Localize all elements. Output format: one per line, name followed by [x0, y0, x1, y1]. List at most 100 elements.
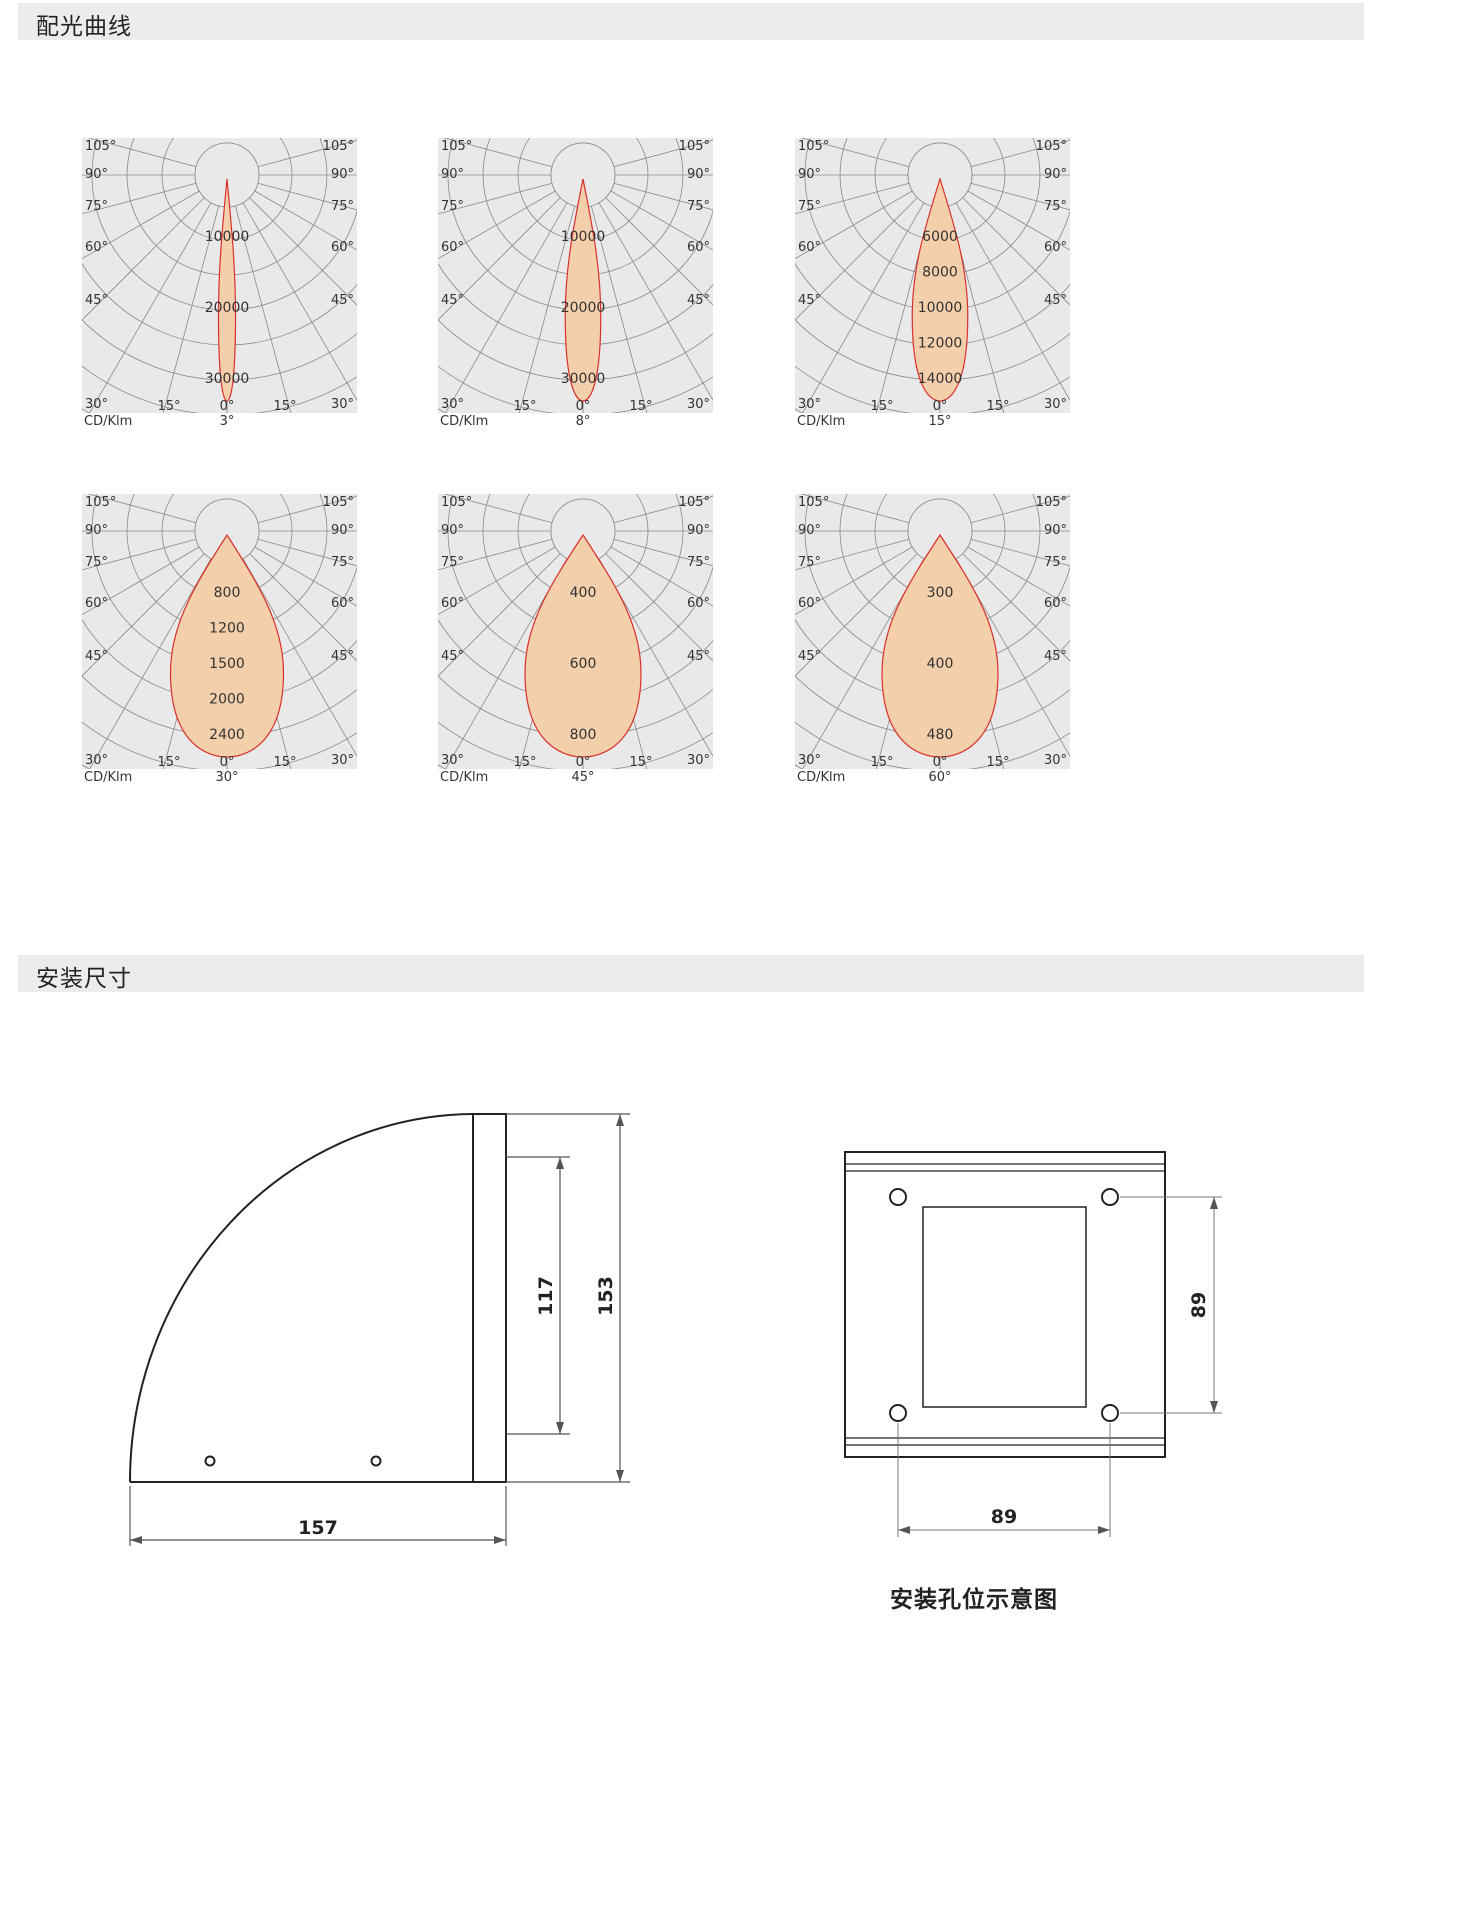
angle-label: 75°	[687, 199, 710, 214]
angle-label: 60°	[1044, 596, 1067, 611]
angle-label: 15°	[629, 755, 652, 770]
angle-label: 15°	[870, 755, 893, 770]
angle-label: 90°	[441, 167, 464, 182]
angle-label: 30°	[687, 397, 710, 412]
grid-spoke	[590, 205, 648, 413]
screw-icon	[370, 1455, 382, 1467]
grid-spoke	[970, 538, 1070, 567]
angle-label: 105°	[85, 495, 116, 510]
grid-spoke	[438, 546, 556, 616]
grid-spoke	[955, 202, 1070, 401]
grid-spoke	[795, 546, 913, 616]
ring-value-label: 30000	[205, 371, 250, 387]
grid-spoke	[962, 197, 1070, 306]
beam-lobe	[911, 176, 969, 402]
ring-value-label: 10000	[561, 229, 606, 245]
angle-label: 30°	[85, 397, 108, 412]
grid-spoke	[234, 205, 292, 413]
ring-value-label: 12000	[918, 336, 963, 352]
angle-label: 60°	[441, 240, 464, 255]
mounting-hole-icon	[889, 1188, 907, 1206]
angle-label: 45°	[687, 293, 710, 308]
grid-spoke	[800, 494, 910, 524]
angle-label: 30°	[331, 397, 354, 412]
grid-spoke	[249, 553, 357, 662]
grid-spoke	[82, 182, 197, 215]
angle-label: 75°	[331, 555, 354, 570]
dimension-arrows-plate	[898, 1197, 1218, 1534]
unit-label: CD/Klm	[797, 414, 845, 428]
angle-label: 30°	[1044, 397, 1067, 412]
angle-label: 45°	[441, 649, 464, 664]
angle-label: 30°	[798, 397, 821, 412]
angle-label: 45°	[798, 293, 821, 308]
angle-label: 105°	[679, 139, 710, 154]
angle-label: 45°	[331, 649, 354, 664]
grid-spoke	[605, 553, 713, 662]
angle-label: 105°	[1036, 495, 1067, 510]
angle-label: 0°	[220, 399, 235, 414]
angle-label: 0°	[220, 755, 235, 770]
grid-spoke	[795, 553, 918, 677]
ring-value-label: 2400	[209, 727, 245, 743]
grid-spoke	[610, 190, 713, 251]
angle-label: 90°	[798, 167, 821, 182]
screw-icon	[204, 1455, 216, 1467]
ring-value-label: 20000	[205, 300, 250, 316]
section-title: 配光曲线	[36, 14, 132, 40]
grid-spoke	[967, 190, 1070, 251]
angle-label: 60°	[687, 596, 710, 611]
grid-spoke	[445, 558, 568, 769]
angle-label: 45°	[331, 293, 354, 308]
grid-spoke	[438, 190, 556, 260]
angle-label: 45°	[687, 649, 710, 664]
angle-label: 45°	[85, 293, 108, 308]
angle-label: 75°	[687, 555, 710, 570]
angle-label: 90°	[331, 167, 354, 182]
angle-label: 60°	[1044, 240, 1067, 255]
angle-label: 0°	[576, 399, 591, 414]
angle-label: 75°	[441, 555, 464, 570]
ring-value-label: 14000	[918, 371, 963, 387]
ring-value-label: 6000	[922, 229, 958, 245]
grid-spoke	[598, 558, 713, 757]
angle-label: 30°	[687, 753, 710, 768]
grid-spoke	[970, 139, 1070, 168]
ring-value-label: 800	[214, 585, 241, 601]
grid-spoke	[970, 182, 1070, 211]
grid-spoke	[802, 202, 925, 413]
mounting-hole-icon	[1101, 1404, 1119, 1422]
dim-hole-spacing-h: 89	[991, 1506, 1017, 1528]
grid-spoke	[613, 538, 713, 567]
angle-label: 105°	[1036, 139, 1067, 154]
angle-label: 15°	[157, 399, 180, 414]
ring-value-label: 2000	[209, 692, 245, 708]
angle-label: 15°	[513, 755, 536, 770]
grid-spoke	[257, 139, 357, 168]
grid-spoke	[89, 558, 212, 769]
angle-label: 75°	[441, 199, 464, 214]
angle-label: 30°	[85, 753, 108, 768]
ring-value-label: 300	[927, 585, 954, 601]
grid-spoke	[242, 202, 357, 401]
grid-spoke	[82, 538, 197, 571]
grid-spoke	[443, 494, 553, 524]
section-title: 安装尺寸	[36, 966, 132, 992]
beam-lobe	[169, 533, 285, 758]
angle-label: 60°	[85, 596, 108, 611]
unit-label: CD/Klm	[797, 770, 845, 784]
grid-spoke	[82, 190, 200, 260]
unit-label: CD/Klm	[440, 770, 488, 784]
ring-value-label: 10000	[918, 300, 963, 316]
grid-spoke	[82, 546, 200, 616]
grid-spoke	[87, 494, 197, 524]
angle-label: 60°	[687, 240, 710, 255]
angle-label: 30°	[331, 753, 354, 768]
angle-label: 90°	[687, 523, 710, 538]
mounting-hole-icon	[889, 1404, 907, 1422]
grid-spoke	[82, 197, 205, 321]
